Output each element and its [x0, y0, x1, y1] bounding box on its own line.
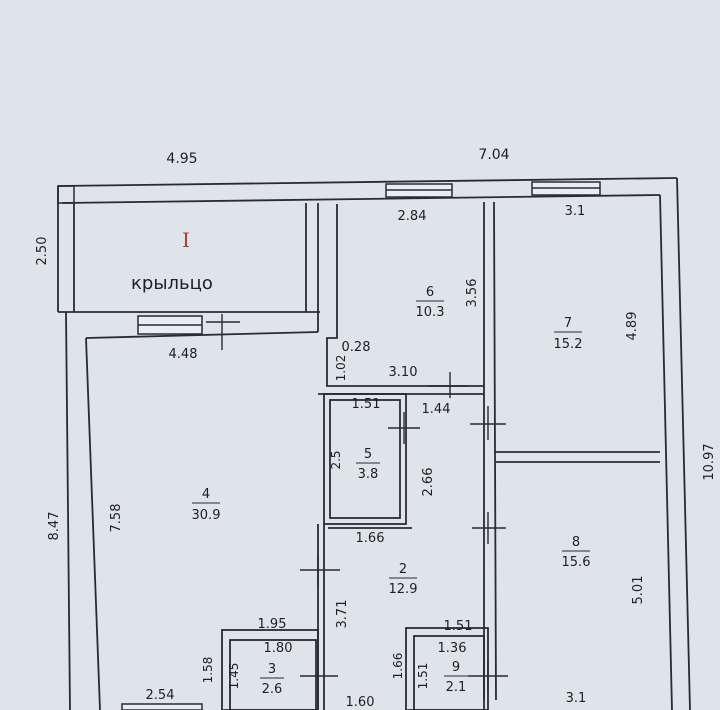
room-2-upper-width: 1.44 — [422, 402, 451, 417]
room-7-area: 15.2 — [554, 337, 583, 352]
room-2-height: 3.71 — [335, 600, 350, 629]
room-8-number: 8 — [572, 535, 580, 550]
room-6-height: 3.56 — [465, 279, 480, 308]
dim-2-54: 2.54 — [146, 688, 175, 703]
room-2-number: 2 — [399, 562, 407, 577]
room-2-upper-height: 2.66 — [421, 468, 436, 497]
room-9-left: 1.66 — [391, 653, 405, 680]
room-8-area: 15.6 — [562, 555, 591, 570]
door-marks — [206, 314, 508, 692]
room-5-area: 3.8 — [358, 467, 379, 482]
room-6-number: 6 — [426, 285, 434, 300]
room-3-number: 3 — [268, 662, 276, 677]
room-3-bottom: 1.60 — [346, 695, 375, 710]
room-9-width: 1.36 — [438, 641, 467, 656]
room-7-height: 4.89 — [625, 312, 640, 341]
room-2-area: 12.9 — [389, 582, 418, 597]
room-6-notch-height: 1.02 — [334, 355, 348, 382]
dim-porch-depth: 2.50 — [35, 237, 50, 266]
room-9-number: 9 — [452, 660, 460, 675]
dim-right-height: 10.97 — [702, 443, 717, 480]
room-9-height: 1.51 — [416, 663, 430, 690]
porch-label: крыльцо — [131, 273, 213, 294]
room-3-width: 1.80 — [264, 641, 293, 656]
dim-1-58: 1.58 — [201, 657, 215, 684]
room-9-area: 2.1 — [446, 680, 467, 695]
dim-top-left: 4.95 — [166, 151, 197, 167]
room-5-width: 1.51 — [352, 397, 381, 412]
room-8-height: 5.01 — [631, 576, 646, 605]
room-7-width: 3.1 — [565, 204, 586, 219]
dim-left-height: 8.47 — [47, 512, 62, 541]
room-3-height: 1.45 — [227, 663, 241, 690]
window-bottom-left — [121, 703, 203, 710]
room-9-top: 1.51 — [444, 619, 473, 634]
room-4-number: 4 — [202, 487, 210, 502]
room-8-bottom: 3.1 — [566, 691, 587, 706]
room-4-width: 4.48 — [169, 347, 198, 362]
room-7-number: 7 — [564, 316, 572, 331]
room-6-bottom: 3.10 — [389, 365, 418, 380]
room-6-width: 2.84 — [398, 209, 427, 224]
room-5-number: 5 — [364, 447, 372, 462]
room-4-area: 30.9 — [192, 508, 221, 523]
porch-roman-numeral: I — [182, 228, 190, 252]
room-5-height: 2.5 — [329, 450, 343, 469]
windows — [121, 181, 601, 710]
room-2-width: 1.66 — [356, 531, 385, 546]
room-6-notch-width: 0.28 — [342, 340, 371, 355]
room-3-area: 2.6 — [262, 682, 283, 697]
interior-walls — [221, 201, 660, 710]
outer-walls — [57, 177, 691, 710]
dim-top-right: 7.04 — [478, 147, 509, 163]
room-4-height: 7.58 — [109, 504, 124, 533]
room-6-area: 10.3 — [416, 305, 445, 320]
dim-1-95: 1.95 — [258, 617, 287, 632]
corner-mark — [57, 185, 75, 204]
